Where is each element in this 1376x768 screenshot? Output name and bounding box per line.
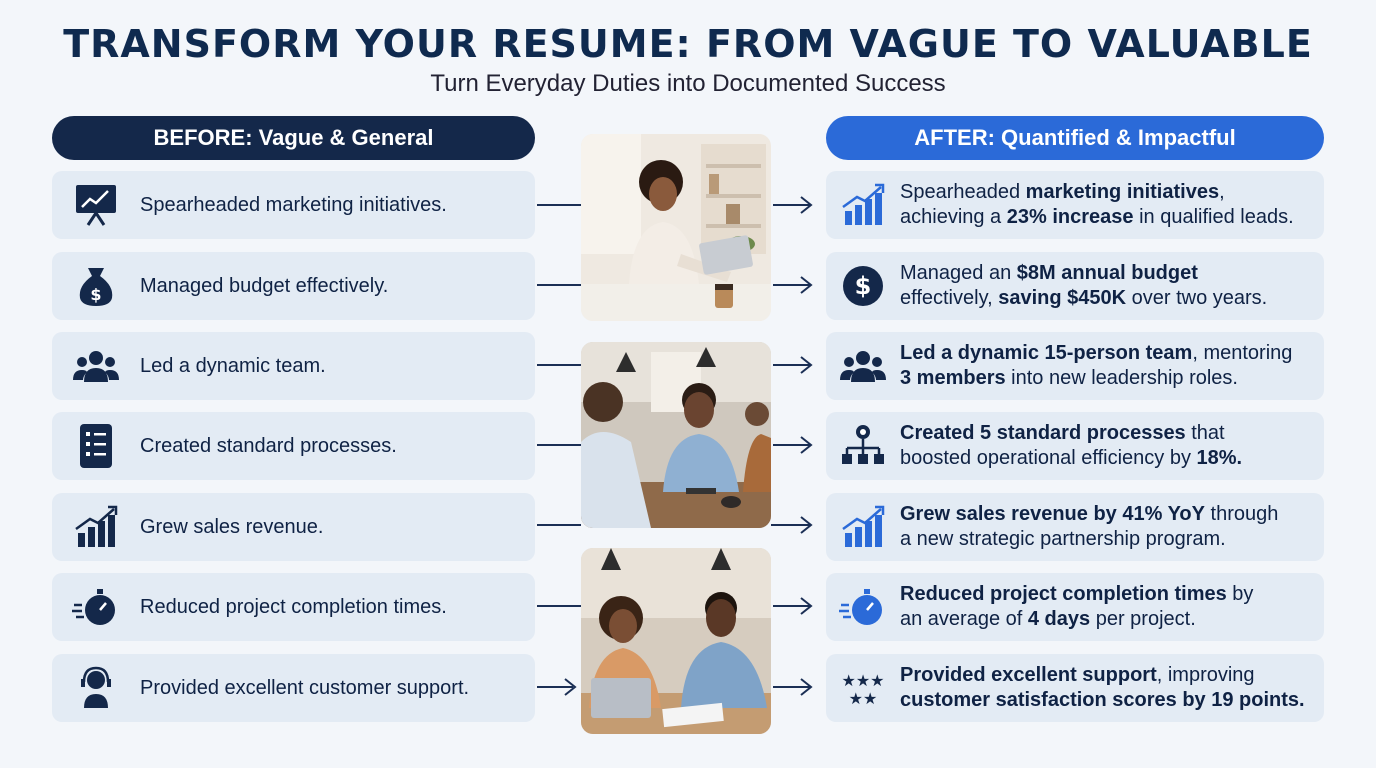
before-item-text: Spearheaded marketing initiatives.	[140, 193, 447, 216]
text-segment: Spearheaded	[900, 181, 1026, 203]
highlight-text: saving $450K	[998, 287, 1127, 309]
before-item-text: Created standard processes.	[140, 434, 397, 457]
text-segment: Managed an	[900, 262, 1017, 284]
text-segment: a new strategic partnership program.	[900, 528, 1226, 550]
before-item: Created standard processes.	[52, 412, 535, 480]
connector-arrows	[537, 196, 813, 696]
team-icon	[52, 332, 140, 400]
team-icon	[826, 332, 900, 400]
after-item-line: effectively, saving $450K over two years…	[900, 286, 1267, 311]
text-segment: into new leadership roles.	[1005, 367, 1238, 389]
before-item-text: Provided excellent customer support.	[140, 676, 470, 699]
before-item: Led a dynamic team.	[52, 332, 535, 400]
highlight-text: 4 days	[1027, 608, 1091, 630]
svg-text:$: $	[855, 272, 872, 300]
after-item-line: an average of 4 days per project.	[900, 607, 1253, 632]
before-column-header: BEFORE: Vague & General	[52, 116, 535, 160]
svg-text:★★: ★★	[849, 689, 878, 708]
svg-text:$: $	[90, 285, 101, 304]
before-item-text: Grew sales revenue.	[140, 515, 324, 538]
after-item-line: customer satisfaction scores by 19 point…	[900, 688, 1305, 713]
after-item: ★★★★★Provided excellent support, improvi…	[826, 654, 1324, 722]
headset-icon	[52, 654, 140, 722]
photo-team-meeting	[581, 342, 771, 528]
before-item: Reduced project completion times.	[52, 573, 535, 641]
before-item: Spearheaded marketing initiatives.	[52, 171, 535, 239]
highlight-text: Created 5 standard processes	[900, 422, 1186, 444]
highlight-text: 3 members	[900, 367, 1006, 389]
highlight-text: $8M annual budget	[1016, 262, 1198, 284]
text-segment: ,	[1219, 181, 1225, 203]
text-segment: over two years.	[1126, 287, 1268, 309]
after-item-line: Provided excellent support, improving	[900, 663, 1305, 688]
after-item-line: Created 5 standard processes that	[900, 421, 1242, 446]
after-column-header: AFTER: Quantified & Impactful	[826, 116, 1324, 160]
before-item: Provided excellent customer support.	[52, 654, 535, 722]
after-item-line: Led a dynamic 15-person team, mentoring	[900, 341, 1292, 366]
text-segment: through	[1204, 503, 1279, 525]
highlight-text: Reduced project completion times	[900, 583, 1227, 605]
after-item-line: achieving a 23% increase in qualified le…	[900, 205, 1294, 230]
stopwatch-icon	[52, 573, 140, 641]
text-segment: , improving	[1156, 664, 1255, 686]
before-item-text: Reduced project completion times.	[140, 595, 447, 618]
before-item-text: Led a dynamic team.	[140, 354, 326, 377]
highlight-text: customer satisfaction scores by 19 point…	[900, 689, 1305, 711]
after-item-line: a new strategic partnership program.	[900, 527, 1278, 552]
highlight-text: 18%.	[1196, 447, 1243, 469]
page-title: TRANSFORM YOUR RESUME: FROM VAGUE TO VAL…	[63, 22, 1313, 66]
highlight-text: Led a dynamic 15-person team	[900, 342, 1193, 364]
checklist-icon	[52, 412, 140, 480]
text-segment: , mentoring	[1192, 342, 1293, 364]
highlight-text: 23% increase	[1006, 206, 1134, 228]
text-segment: achieving a	[900, 206, 1007, 228]
dollar-icon: $	[826, 252, 900, 320]
stars-icon: ★★★★★	[826, 654, 900, 722]
after-item-line: Managed an $8M annual budget	[900, 261, 1267, 286]
svg-text:★★★: ★★★	[841, 671, 884, 690]
after-item-text: Spearheaded marketing initiatives,achiev…	[900, 180, 1294, 230]
stopwatch-icon	[826, 573, 900, 641]
org-chart-icon	[826, 412, 900, 480]
highlight-text: Grew sales revenue by 41% YoY	[900, 503, 1205, 525]
highlight-text: Provided excellent support	[900, 664, 1157, 686]
before-item: $ Managed budget effectively.	[52, 252, 535, 320]
text-segment: that	[1185, 422, 1225, 444]
highlight-text: marketing initiatives	[1025, 181, 1220, 203]
after-item-line: Reduced project completion times by	[900, 582, 1253, 607]
page-subtitle: Turn Everyday Duties into Documented Suc…	[430, 70, 946, 97]
bar-chart-up-icon	[826, 171, 900, 239]
after-item-line: boosted operational efficiency by 18%.	[900, 446, 1242, 471]
after-item-line: 3 members into new leadership roles.	[900, 366, 1292, 391]
text-segment: effectively,	[900, 287, 999, 309]
text-segment: an average of	[900, 608, 1028, 630]
before-item: Grew sales revenue.	[52, 493, 535, 561]
text-segment: by	[1226, 583, 1254, 605]
photo-collaboration	[581, 548, 771, 734]
before-item-text: Managed budget effectively.	[140, 274, 389, 297]
after-item-line: Spearheaded marketing initiatives,	[900, 180, 1294, 205]
text-segment: in qualified leads.	[1133, 206, 1294, 228]
growth-chart-icon	[52, 493, 140, 561]
after-item-line: Grew sales revenue by 41% YoY through	[900, 502, 1278, 527]
after-item: Spearheaded marketing initiatives,achiev…	[826, 171, 1324, 239]
bar-chart-up-icon	[826, 493, 900, 561]
photo-woman-laptop	[581, 134, 771, 321]
text-segment: boosted operational efficiency by	[900, 447, 1197, 469]
text-segment: per project.	[1090, 608, 1196, 630]
presentation-chart-icon	[52, 171, 140, 239]
money-bag-icon: $	[52, 252, 140, 320]
